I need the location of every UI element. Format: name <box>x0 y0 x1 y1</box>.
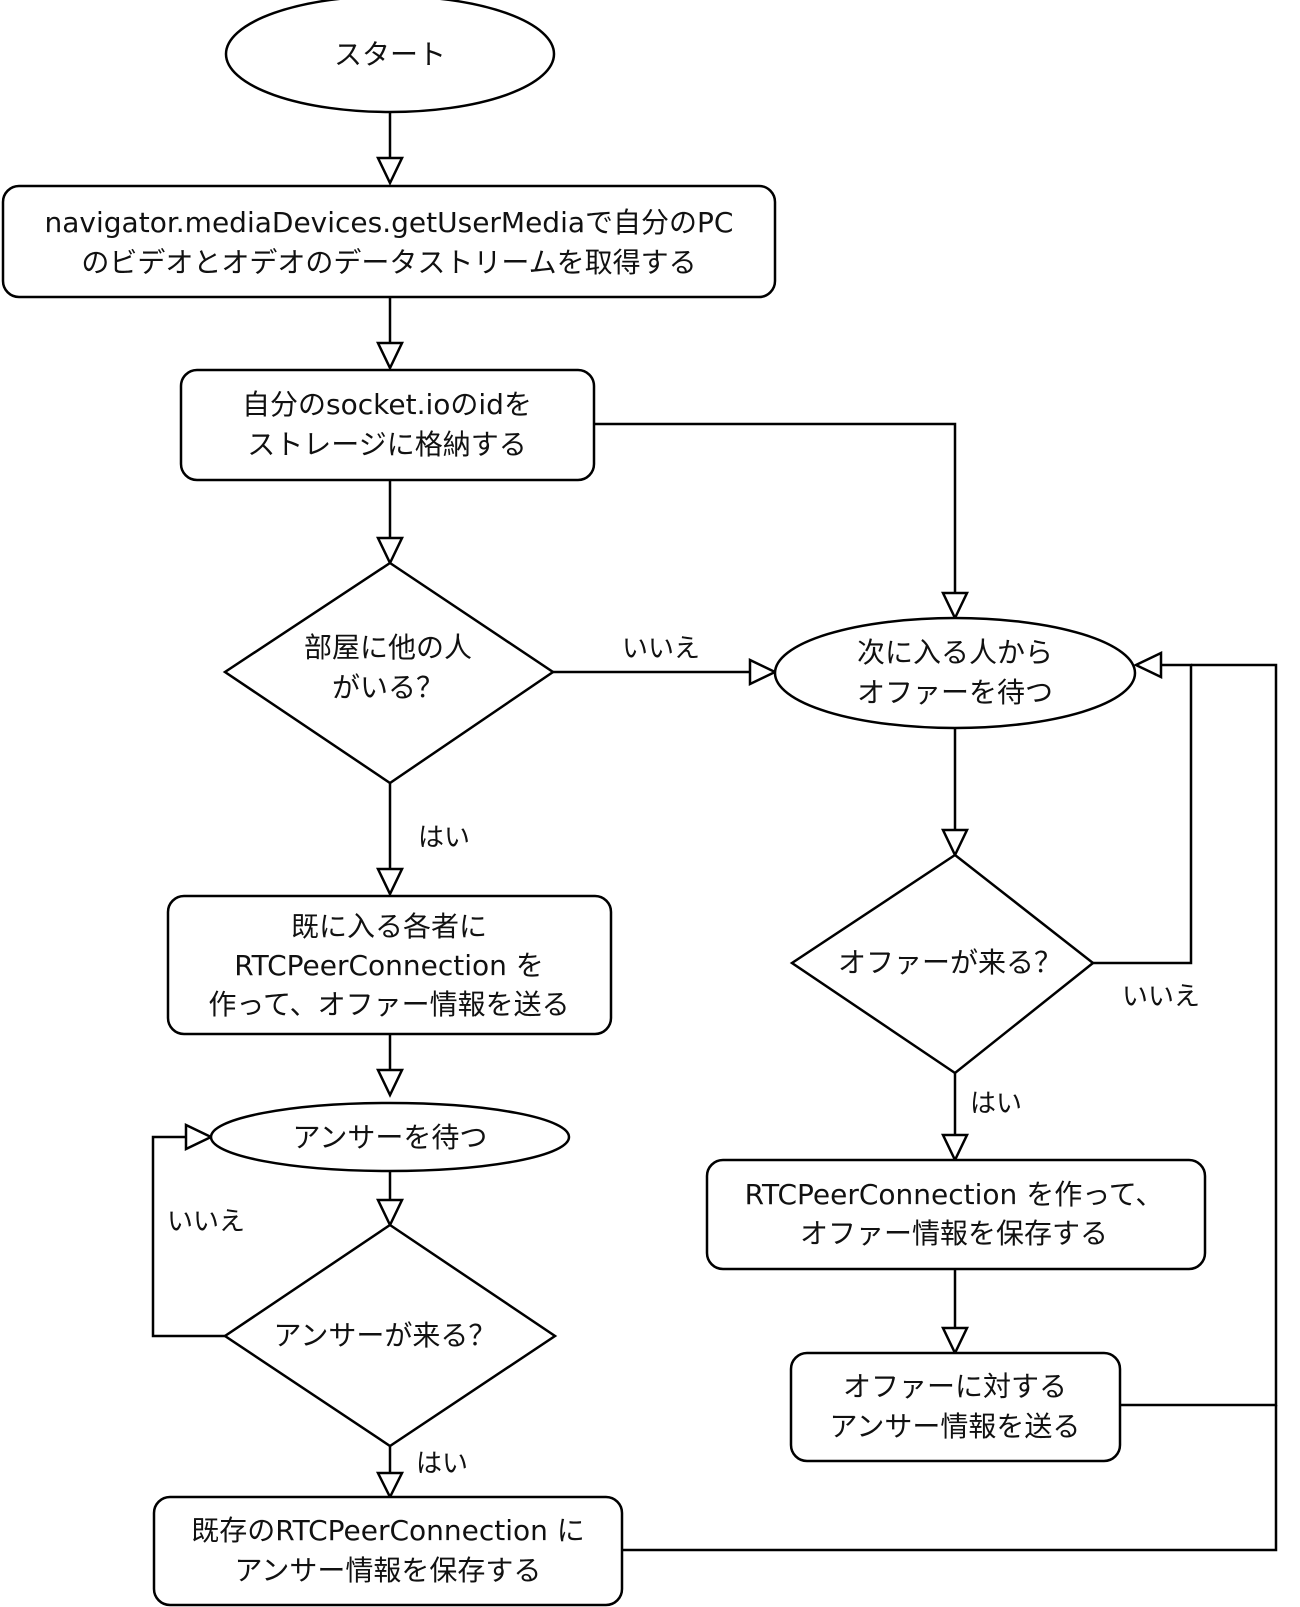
arrowhead <box>376 867 404 897</box>
arrowhead <box>941 1326 969 1356</box>
node-text: 既存のRTCPeerConnection に <box>191 1514 585 1547</box>
node-send-offers: 既に入る各者に RTCPeerConnection を 作って、オファー情報を送… <box>166 894 613 1036</box>
edge-offer-no-loop <box>1093 663 1193 965</box>
node-text: アンサーを待つ <box>293 1121 488 1154</box>
node-text: のビデオとオデオのデータストリームを取得する <box>81 246 696 279</box>
node-save-offer: RTCPeerConnection を作って、 オファー情報を保存する <box>705 1158 1207 1271</box>
node-text: アンサーが来る？ <box>274 1319 497 1352</box>
node-text: アンサー情報を保存する <box>235 1554 542 1587</box>
edge-save-answer-loop <box>622 1405 1278 1552</box>
node-start: スタート <box>224 0 556 114</box>
node-text: オファーを待つ <box>857 676 1053 709</box>
node-text: 既に入る各者に <box>291 910 487 943</box>
node-send-answer: オファーに対する アンサー情報を送る <box>789 1351 1122 1463</box>
node-text: アンサー情報を送る <box>830 1410 1081 1443</box>
node-store-id: 自分のsocket.ioのidを ストレージに格納する <box>179 368 596 482</box>
node-text: navigator.mediaDevices.getUserMediaで自分のP… <box>45 206 734 239</box>
edge-label-no: いいえ <box>622 634 700 664</box>
arrowhead <box>184 1123 214 1151</box>
node-offer-arrives-decision: オファーが来る？ <box>789 853 1096 1075</box>
node-wait-offer: 次に入る人から オファーを待つ <box>773 616 1137 730</box>
arrowhead <box>376 156 404 186</box>
node-text: オファー情報を保存する <box>800 1217 1108 1250</box>
node-text: RTCPeerConnection を <box>234 949 544 982</box>
arrowhead <box>376 1198 404 1228</box>
node-text: RTCPeerConnection を作って、 <box>745 1178 1164 1211</box>
node-text: 部屋に他の人 <box>304 631 472 664</box>
arrowhead <box>376 536 404 566</box>
edge-store-id-to-wait-offer <box>594 422 957 593</box>
edge-label-yes: はい <box>970 1089 1022 1119</box>
edge-answer-no-loop <box>151 1135 225 1338</box>
edge-send-answer-loop <box>1120 663 1278 1407</box>
node-text: オファーに対する <box>843 1370 1067 1403</box>
node-save-answer: 既存のRTCPeerConnection に アンサー情報を保存する <box>152 1495 624 1607</box>
edges <box>151 112 1278 1552</box>
node-wait-answer: アンサーを待つ <box>209 1101 571 1173</box>
edge-label-no: いいえ <box>1122 982 1200 1012</box>
node-text: 自分のsocket.ioのidを <box>242 388 532 421</box>
node-text: がいる？ <box>332 671 444 704</box>
arrowhead <box>1133 651 1163 679</box>
arrowhead <box>376 1068 404 1098</box>
node-text: ストレージに格納する <box>247 428 526 461</box>
edge-label-yes: はい <box>418 823 470 853</box>
node-text: スタート <box>334 38 446 71</box>
arrowhead <box>941 1133 969 1163</box>
arrowhead <box>376 341 404 371</box>
arrowhead <box>941 828 969 858</box>
node-text: 次に入る人から <box>857 636 1053 669</box>
arrowhead <box>748 658 778 686</box>
arrowhead <box>375 1471 405 1500</box>
node-get-media: navigator.mediaDevices.getUserMediaで自分のP… <box>1 184 777 299</box>
node-text: オファーが来る？ <box>838 946 1062 979</box>
node-others-in-room-decision: 部屋に他の人 がいる？ <box>222 561 556 785</box>
node-answer-arrives-decision: アンサーが来る？ <box>222 1223 558 1448</box>
edge-label-no: いいえ <box>167 1207 245 1237</box>
node-text: 作って、オファー情報を送る <box>208 988 569 1021</box>
arrowhead <box>941 591 969 621</box>
edge-label-yes: はい <box>416 1449 468 1479</box>
